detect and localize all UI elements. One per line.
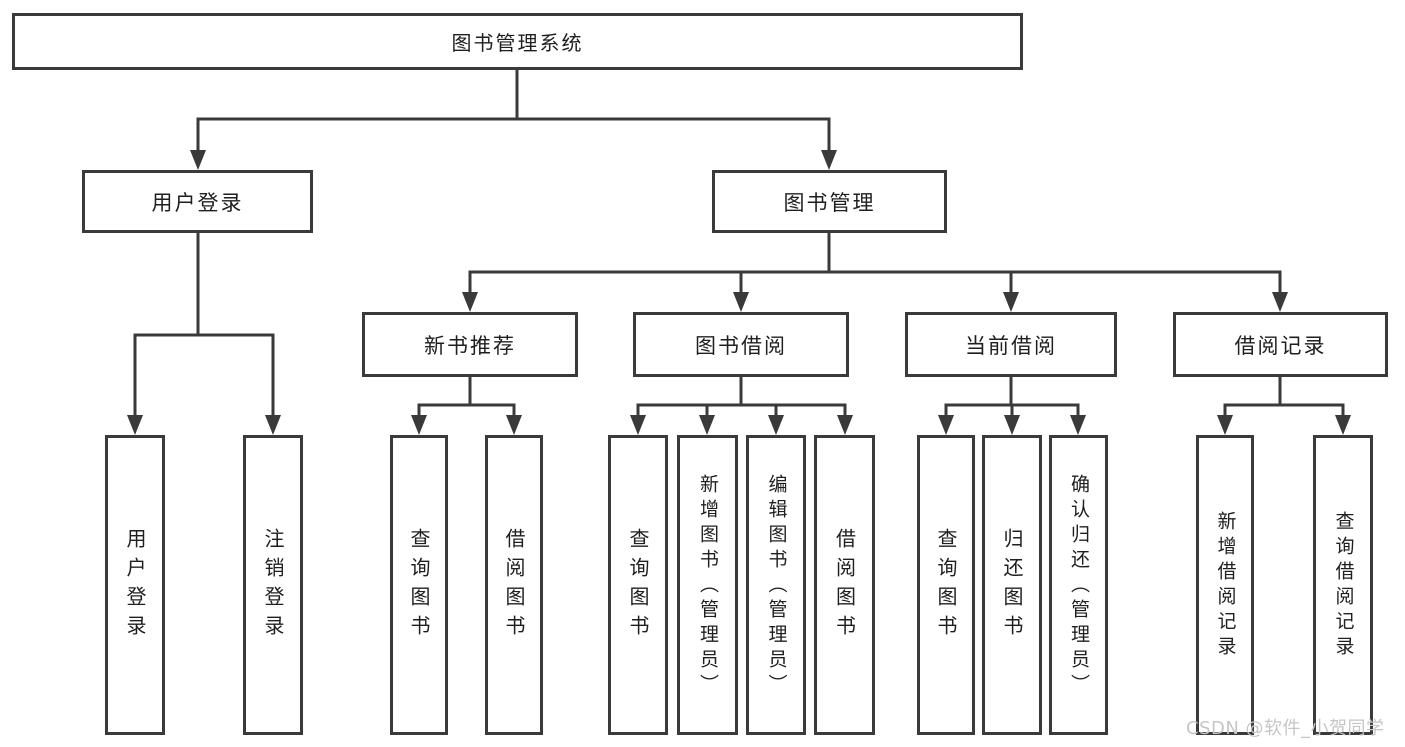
- node-book-management: 图书管理: [712, 170, 947, 233]
- node-leaf-logout: 注销登录: [243, 435, 303, 735]
- node-user-login-label: 用户登录: [151, 190, 244, 215]
- node-root-label: 图书管理系统: [451, 31, 584, 55]
- node-new-book-recommend: 新书推荐: [362, 312, 578, 377]
- node-leaf-cb-return-book: 归还图书: [982, 435, 1042, 735]
- node-leaf-bb-query-book: 查询图书: [608, 435, 668, 735]
- node-new-book-recommend-label: 新书推荐: [424, 333, 516, 358]
- node-current-borrow: 当前借阅: [905, 312, 1117, 377]
- node-borrow-record-label: 借阅记录: [1234, 333, 1327, 358]
- node-leaf-nb-query-book: 查询图书: [390, 435, 448, 735]
- node-leaf-br-add-record: 新增借阅记录: [1196, 435, 1254, 735]
- node-leaf-nb-borrow-book: 借阅图书: [485, 435, 543, 735]
- node-book-borrow: 图书借阅: [633, 312, 849, 377]
- csdn-watermark: CSDN @软件_小贺同学: [1186, 718, 1385, 739]
- node-leaf-bb-add-book-admin: 新增图书（管理员）: [677, 435, 738, 735]
- node-current-borrow-label: 当前借阅: [965, 333, 1057, 358]
- node-leaf-bb-borrow-book: 借阅图书: [814, 435, 875, 735]
- node-book-borrow-label: 图书借阅: [695, 333, 787, 358]
- node-leaf-bb-edit-book-admin: 编辑图书（管理员）: [746, 435, 806, 735]
- node-borrow-record: 借阅记录: [1173, 312, 1388, 377]
- node-leaf-user-login: 用户登录: [105, 435, 165, 735]
- node-user-login: 用户登录: [82, 170, 313, 233]
- node-root: 图书管理系统: [12, 13, 1023, 70]
- node-leaf-cb-query-book: 查询图书: [917, 435, 975, 735]
- node-leaf-br-query-record: 查询借阅记录: [1313, 435, 1373, 735]
- node-book-management-label: 图书管理: [783, 190, 876, 215]
- node-leaf-cb-confirm-return-admin: 确认归还（管理员）: [1049, 435, 1108, 735]
